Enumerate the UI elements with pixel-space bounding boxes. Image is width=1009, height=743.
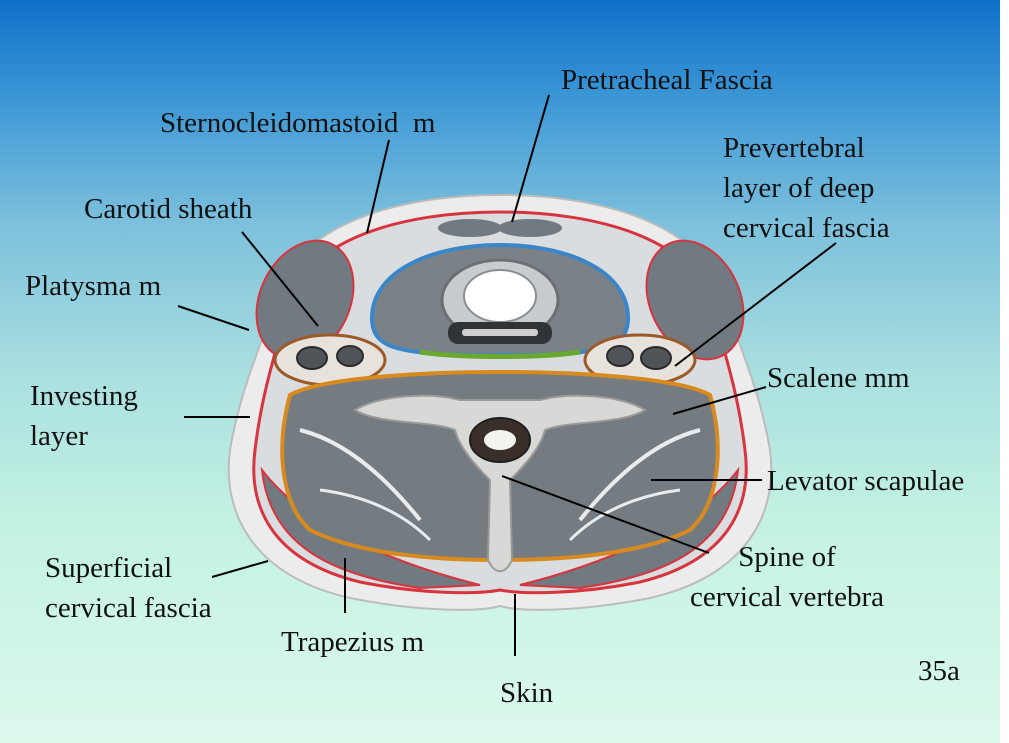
trachea-lumen	[463, 269, 537, 323]
label-prevertebral-layer: Prevertebral layer of deep cervical fasc…	[723, 132, 890, 244]
label-levator-scapulae: Levator scapulae	[767, 465, 965, 497]
label-platysma: Platysma m	[25, 270, 162, 302]
label-trapezius: Trapezius m	[281, 626, 425, 658]
leader-lines	[177, 94, 837, 656]
slide-number: 35a	[918, 655, 960, 687]
label-pretracheal-fascia: Pretracheal Fascia	[561, 64, 773, 96]
strap-muscle	[498, 219, 562, 237]
label-superficial-cervical-fascia: Superficial cervical fascia	[45, 552, 212, 624]
label-scalene: Scalene mm	[767, 362, 910, 394]
label-skin: Skin	[500, 677, 554, 709]
muscle-divider	[568, 488, 681, 542]
label-investing-layer: Investing layer	[30, 380, 138, 452]
esophagus-lumen	[462, 329, 538, 336]
label-carotid-sheath: Carotid sheath	[84, 193, 253, 225]
label-sternocleidomastoid: Sternocleidomastoid m	[160, 107, 436, 139]
jugular-vein-left	[336, 345, 364, 367]
strap-muscle	[438, 219, 502, 237]
cervical-vertebra	[353, 394, 647, 573]
visceral-layer-green	[419, 349, 581, 359]
label-spine-of-vertebra: Spine of cervical vertebra	[690, 541, 884, 613]
carotid-artery-left	[296, 346, 328, 370]
carotid-artery-right	[640, 346, 672, 370]
muscle-divider	[299, 428, 422, 522]
spinal-cord	[484, 430, 516, 450]
muscle-divider	[319, 488, 432, 542]
jugular-vein-right	[606, 345, 634, 367]
sternocleidomastoid-right	[645, 239, 745, 361]
muscle-divider	[578, 428, 701, 522]
